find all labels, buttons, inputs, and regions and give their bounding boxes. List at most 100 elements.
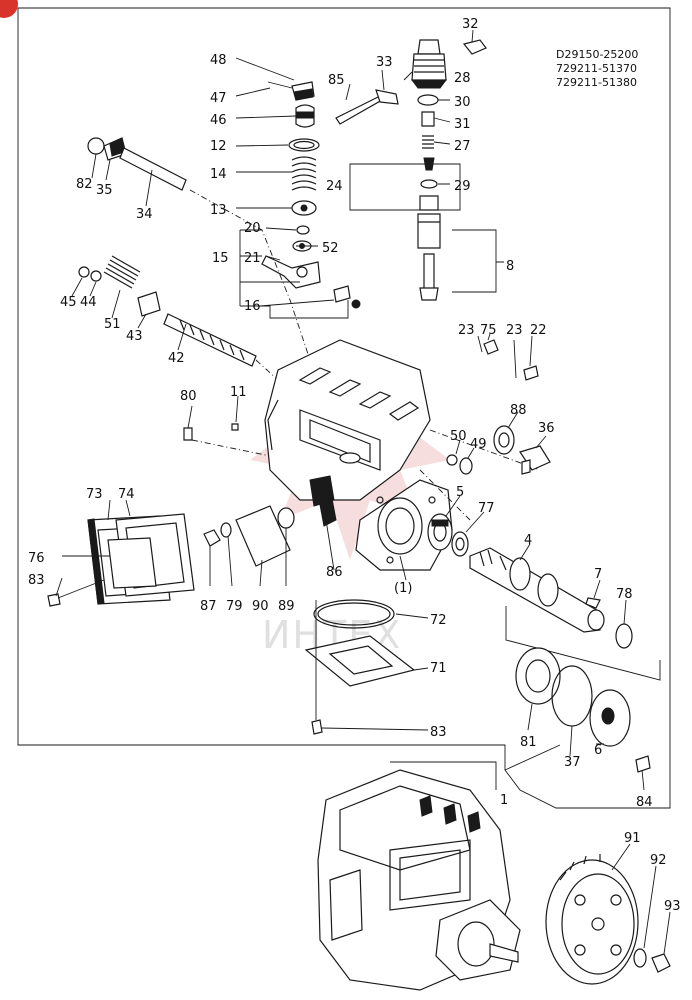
part-code-3: 729211-51380 xyxy=(556,76,637,89)
callout-35: 35 xyxy=(96,183,113,198)
part-83-screw-a xyxy=(47,593,61,607)
callout-23-b: 23 xyxy=(506,323,523,338)
corner-badge xyxy=(0,0,18,18)
callout-32: 32 xyxy=(462,17,479,32)
part-45 xyxy=(78,266,90,278)
callout-16: 16 xyxy=(244,299,261,314)
part-83-screw-b xyxy=(311,719,323,735)
callout-72: 72 xyxy=(430,613,447,628)
callout-76: 76 xyxy=(28,551,45,566)
part-5-bearing xyxy=(427,513,453,551)
callout-51: 51 xyxy=(104,317,121,332)
callout-flange-1: (1) xyxy=(394,581,412,596)
part-code-2: 729211-51370 xyxy=(556,62,637,75)
part-43-bush xyxy=(137,291,161,317)
bracket-24 xyxy=(349,163,461,211)
callout-92: 92 xyxy=(650,853,667,868)
part-77-seal xyxy=(451,531,469,557)
side-cover-parts xyxy=(87,513,195,605)
callout-86: 86 xyxy=(326,565,343,580)
part-31 xyxy=(421,111,435,127)
callout-89: 89 xyxy=(278,599,295,614)
callout-74: 74 xyxy=(118,487,135,502)
callout-8: 8 xyxy=(506,259,514,274)
callout-7: 7 xyxy=(594,567,602,582)
bracket-15-16 xyxy=(239,229,349,319)
callout-44: 44 xyxy=(80,295,97,310)
part-90-plate xyxy=(235,505,291,567)
assembled-injection-pump xyxy=(317,769,521,991)
part-51-spring xyxy=(103,255,141,289)
callout-13: 13 xyxy=(210,203,227,218)
leader-lines xyxy=(55,57,671,955)
callout-37: 37 xyxy=(564,755,581,770)
callout-30: 30 xyxy=(454,95,471,110)
callout-20: 20 xyxy=(244,221,261,236)
callout-75: 75 xyxy=(480,323,497,338)
part-44 xyxy=(90,270,102,282)
callout-71: 71 xyxy=(430,661,447,676)
callout-43: 43 xyxy=(126,329,143,344)
callout-4: 4 xyxy=(524,533,532,548)
callout-47: 47 xyxy=(210,91,227,106)
callout-49: 49 xyxy=(470,437,487,452)
callout-1: 1 xyxy=(500,793,508,808)
callout-29: 29 xyxy=(454,179,471,194)
callout-81: 81 xyxy=(520,735,537,750)
callout-84: 84 xyxy=(636,795,653,810)
callout-22: 22 xyxy=(530,323,547,338)
callout-80: 80 xyxy=(180,389,197,404)
part-91-gear xyxy=(545,854,639,985)
pump-housing xyxy=(264,339,431,507)
part-49 xyxy=(459,457,473,475)
callout-labels: 48 47 46 12 14 13 20 21 15 16 52 85 33 3… xyxy=(28,17,681,914)
part-75 xyxy=(483,339,499,355)
callout-48: 48 xyxy=(210,53,227,68)
part-81-bearing xyxy=(515,647,561,705)
pump-flange xyxy=(355,479,453,571)
part-79-washer xyxy=(220,522,232,538)
bracket-8 xyxy=(452,229,504,293)
part-78-ring xyxy=(615,623,633,649)
callout-33: 33 xyxy=(376,55,393,70)
callout-88: 88 xyxy=(510,403,527,418)
callout-11: 11 xyxy=(230,385,247,400)
bracket-1 xyxy=(390,761,497,790)
callout-93: 93 xyxy=(664,899,681,914)
callout-34: 34 xyxy=(136,207,153,222)
part-86 xyxy=(317,487,337,527)
callout-78: 78 xyxy=(616,587,633,602)
part-code-1: D29150-25200 xyxy=(556,48,638,61)
part-7-key xyxy=(585,597,601,609)
callout-83-b: 83 xyxy=(430,725,447,740)
part-27-spring xyxy=(422,135,434,149)
part-92-washer xyxy=(633,948,647,968)
part-30-oring xyxy=(417,94,439,106)
callout-36: 36 xyxy=(538,421,555,436)
callout-87: 87 xyxy=(200,599,217,614)
callout-14: 14 xyxy=(210,167,227,182)
callout-42: 42 xyxy=(168,351,185,366)
part-84-bolt xyxy=(635,755,651,773)
callout-90: 90 xyxy=(252,599,269,614)
callout-83-a: 83 xyxy=(28,573,45,588)
part-28-valve-holder xyxy=(411,39,447,89)
callout-6: 6 xyxy=(594,743,602,758)
frame-joint xyxy=(504,744,561,771)
callout-82: 82 xyxy=(76,177,93,192)
part-88-washer xyxy=(493,425,515,455)
diagram-frame xyxy=(17,7,671,809)
callout-73: 73 xyxy=(86,487,103,502)
callout-23-a: 23 xyxy=(458,323,475,338)
part-33 xyxy=(375,89,399,105)
part-85-bolt xyxy=(335,95,383,125)
part-89-ring xyxy=(277,507,295,529)
part-32 xyxy=(462,39,487,55)
part-72-oring xyxy=(313,599,395,629)
callout-52: 52 xyxy=(322,241,339,256)
part-80-stud xyxy=(183,427,193,441)
part-50 xyxy=(446,454,458,466)
callout-45: 45 xyxy=(60,295,77,310)
callout-85: 85 xyxy=(328,73,345,88)
callout-27: 27 xyxy=(454,139,471,154)
